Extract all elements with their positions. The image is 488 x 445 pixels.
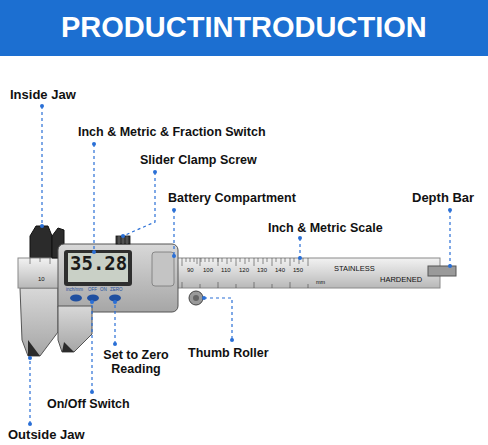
unit-mark: mm (316, 279, 325, 285)
scale-number: 90 (187, 267, 194, 274)
part-label: Inch & Metric & Fraction Switch (78, 125, 266, 139)
scale-number: 150 (293, 267, 303, 274)
part-label: Outside Jaw (8, 428, 85, 443)
scale-number: 120 (239, 267, 249, 274)
scale-number: 130 (257, 267, 267, 274)
engraving-text: HARDENED (380, 276, 422, 285)
button-label: OFF (88, 287, 97, 292)
button-label: ZERO (110, 287, 123, 292)
engraving-text: STAINLESS (334, 265, 375, 274)
part-label: Battery Compartment (168, 191, 296, 205)
lcd-reading: 35.28 (70, 253, 127, 275)
scale-number: 110 (221, 267, 231, 274)
button-label: inch/mm (66, 287, 83, 292)
scale-number: 100 (203, 267, 213, 274)
part-label: Inside Jaw (10, 88, 76, 103)
scale-number: 140 (275, 267, 285, 274)
button-label: ON (100, 287, 107, 292)
part-label: On/Off Switch (47, 397, 130, 411)
part-label: Thumb Roller (188, 346, 269, 360)
part-label: Depth Bar (412, 191, 474, 206)
part-label: Set to Zero Reading (98, 348, 174, 377)
part-label: Inch & Metric Scale (268, 221, 383, 235)
scale-number: 10 (38, 276, 45, 283)
part-label: Slider Clamp Screw (140, 153, 257, 167)
title-text: PRODUCTINTRODUCTION (61, 11, 427, 44)
